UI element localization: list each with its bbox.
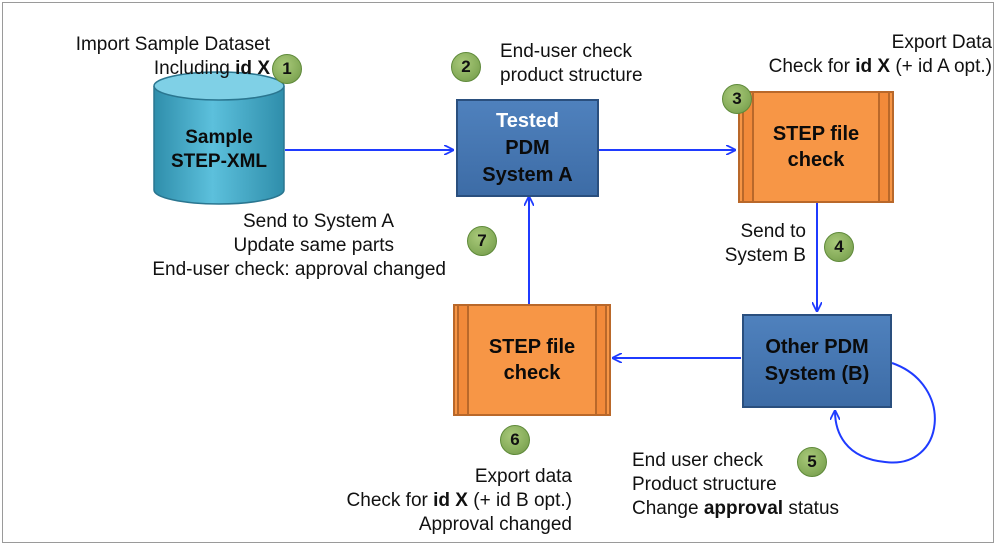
step-top-label: STEP file check xyxy=(773,121,859,173)
annotation-send-to-system-a: Send to System A Update same parts End-u… xyxy=(152,210,446,282)
annotation-3-id-x: id X xyxy=(855,56,891,77)
annotation-6-line2-post: (+ id B opt.) xyxy=(467,490,572,511)
step-top-line2: check xyxy=(787,149,845,171)
step-top-right-bar xyxy=(878,93,890,201)
annotation-3-line2-pre: Check for xyxy=(768,56,856,77)
step-top-left-bar xyxy=(742,93,754,201)
annotation-7-line2: Update same parts xyxy=(233,235,394,256)
step-badge-3: 3 xyxy=(722,84,752,114)
system-b-line1: Other PDM xyxy=(765,336,869,358)
system-a-line2: PDM xyxy=(505,136,550,159)
step-file-check-top-node: STEP file check xyxy=(738,91,894,203)
step-badge-4: 4 xyxy=(824,232,854,262)
step-badge-5: 5 xyxy=(797,447,827,477)
system-b-line2: System (B) xyxy=(764,363,870,385)
step-badge-1: 1 xyxy=(272,54,302,84)
step-file-check-bottom-node: STEP file check xyxy=(453,304,611,416)
annotation-3-line2-post: (+ id A opt.) xyxy=(890,56,992,77)
annotation-1-line1: Import Sample Dataset xyxy=(75,34,270,55)
annotation-6-line2-pre: Check for xyxy=(346,490,434,511)
arrow-system-b-self-loop xyxy=(835,362,936,464)
annotation-4-line1: Send to xyxy=(740,221,807,242)
step-bottom-left-bar xyxy=(457,306,469,414)
annotation-5-line3: Change approval status xyxy=(632,497,839,521)
system-a-line3: System A xyxy=(482,163,573,186)
step-top-line1: STEP file xyxy=(772,123,860,145)
annotation-5-line1: End user check xyxy=(632,450,763,471)
step-badge-2: 2 xyxy=(451,52,481,82)
annotation-end-user-check: End-user check product structure xyxy=(500,40,643,88)
annotation-7-line3: End-user check: approval changed xyxy=(152,259,446,280)
annotation-import-sample: Import Sample Dataset Including id X xyxy=(76,33,270,81)
other-pdm-system-b-node: Other PDM System (B) xyxy=(742,314,892,408)
annotation-1-line2: Including id X xyxy=(76,57,270,81)
step-badge-6: 6 xyxy=(500,425,530,455)
sample-node-line2: STEP-XML xyxy=(170,151,268,172)
step-bottom-line1: STEP file xyxy=(488,336,576,358)
annotation-5-line3-post: status xyxy=(783,498,840,519)
annotation-5-line3-pre: Change xyxy=(632,498,704,519)
annotation-1-line2-pre: Including xyxy=(153,58,236,79)
system-a-line1: Tested xyxy=(496,109,559,132)
sample-node-line1: Sample xyxy=(185,127,253,148)
annotation-2-line2: product structure xyxy=(500,65,643,86)
step-badge-7: 7 xyxy=(467,226,497,256)
annotation-6-id-x: id X xyxy=(433,490,468,511)
step-bottom-line2: check xyxy=(503,362,561,384)
annotation-3-line1: Export Data xyxy=(891,32,992,53)
annotation-6-line2: Check for id X (+ id B opt.) xyxy=(347,489,572,513)
step-bottom-label: STEP file check xyxy=(489,334,575,386)
annotation-4-line2: System B xyxy=(724,245,806,266)
annotation-6-line1: Export data xyxy=(474,466,572,487)
annotation-5-line2: Product structure xyxy=(632,474,777,495)
sample-step-xml-node: Sample STEP-XML xyxy=(154,126,284,174)
annotation-1-id-x: id X xyxy=(235,58,270,79)
annotation-5-approval: approval xyxy=(703,498,784,519)
annotation-3-line2: Check for id X (+ id A opt.) xyxy=(769,55,992,79)
annotation-end-user-check-b: End user check Product structure Change … xyxy=(632,449,839,521)
annotation-export-data-a: Export Data Check for id X (+ id A opt.) xyxy=(769,31,992,79)
tested-pdm-system-a-node: Tested PDM System A xyxy=(456,99,599,197)
annotation-export-data-b: Export data Check for id X (+ id B opt.)… xyxy=(347,465,572,537)
annotation-send-to-system-b: Send to System B xyxy=(725,220,806,268)
annotation-7-line1: Send to System A xyxy=(242,211,394,232)
sample-cylinder xyxy=(153,71,285,205)
step-bottom-right-bar xyxy=(595,306,607,414)
annotation-6-line3: Approval changed xyxy=(418,514,572,535)
annotation-2-line1: End-user check xyxy=(500,41,633,62)
